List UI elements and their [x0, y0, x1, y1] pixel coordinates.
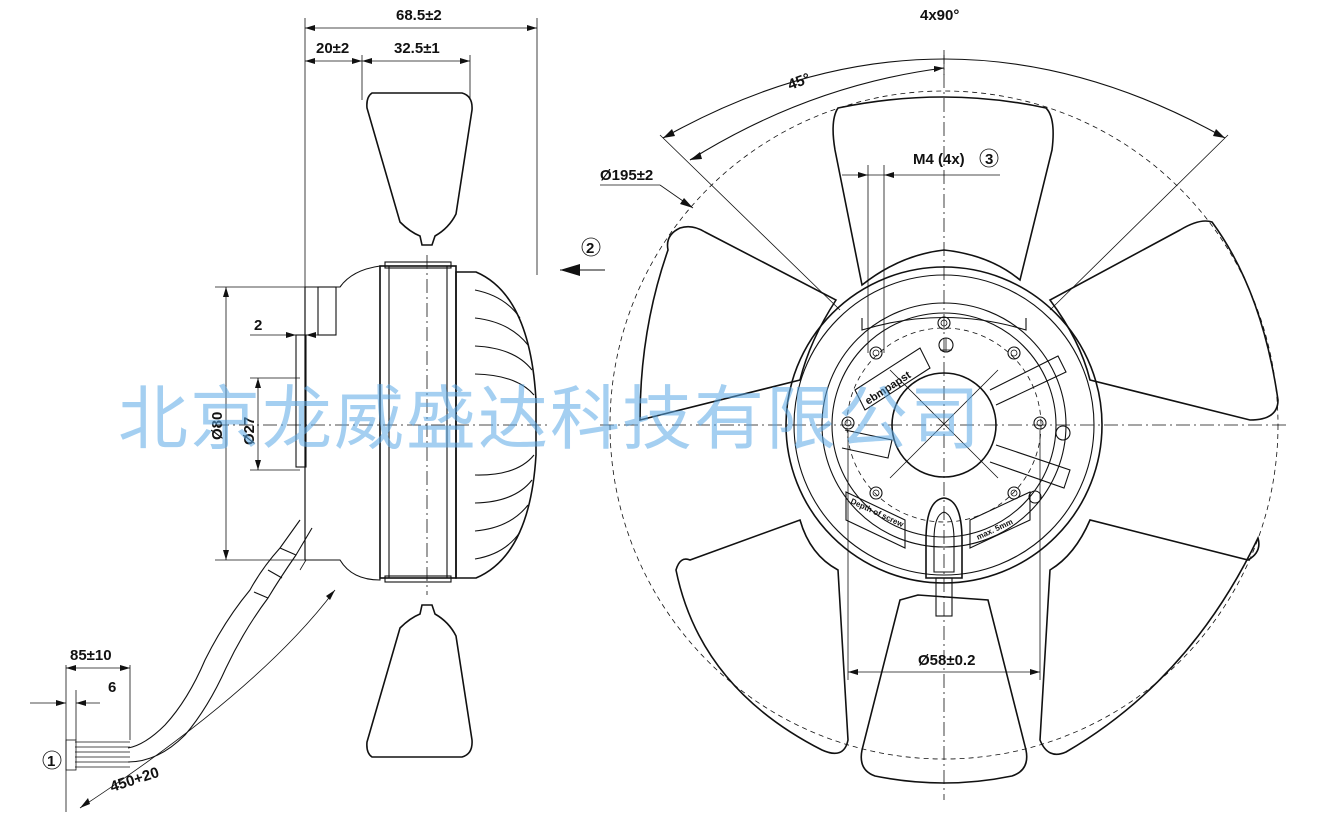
dim-hub-diameter: Ø27 [241, 417, 258, 445]
dim-fan-diameter: Ø195±2 [600, 167, 653, 184]
dim-thread: M4 (4x) [913, 151, 965, 168]
dim-cable-length: 450+20 [108, 764, 161, 796]
dim-bolt-circle: Ø58±0.2 [918, 652, 975, 669]
fan-blades [639, 96, 1279, 784]
dim-strip-inner: 6 [108, 679, 116, 696]
cable-marker: 1 [47, 753, 55, 770]
dim-blade-width: 32.5±1 [394, 40, 440, 57]
dim-strip-length: 85±10 [70, 647, 112, 664]
dim-body-diameter: Ø80 [209, 412, 226, 440]
bolt-holes [841, 316, 1071, 504]
front-view [600, 50, 1290, 800]
dim-angle: 45° [786, 70, 813, 94]
thread-marker: 3 [985, 151, 993, 168]
dim-pitch: 4x90° [920, 7, 959, 24]
dim-flange: 2 [254, 317, 262, 334]
cable-marker-ring [42, 750, 62, 770]
dim-overall-length: 68.5±2 [396, 7, 442, 24]
dim-front-length: 20±2 [316, 40, 349, 57]
side-view [30, 18, 605, 812]
airflow-marker: 2 [586, 240, 594, 257]
watermark-text: 北京龙威盛达科技有限公司 [118, 378, 982, 460]
screw-depth-label: Depth of screw [849, 497, 905, 530]
